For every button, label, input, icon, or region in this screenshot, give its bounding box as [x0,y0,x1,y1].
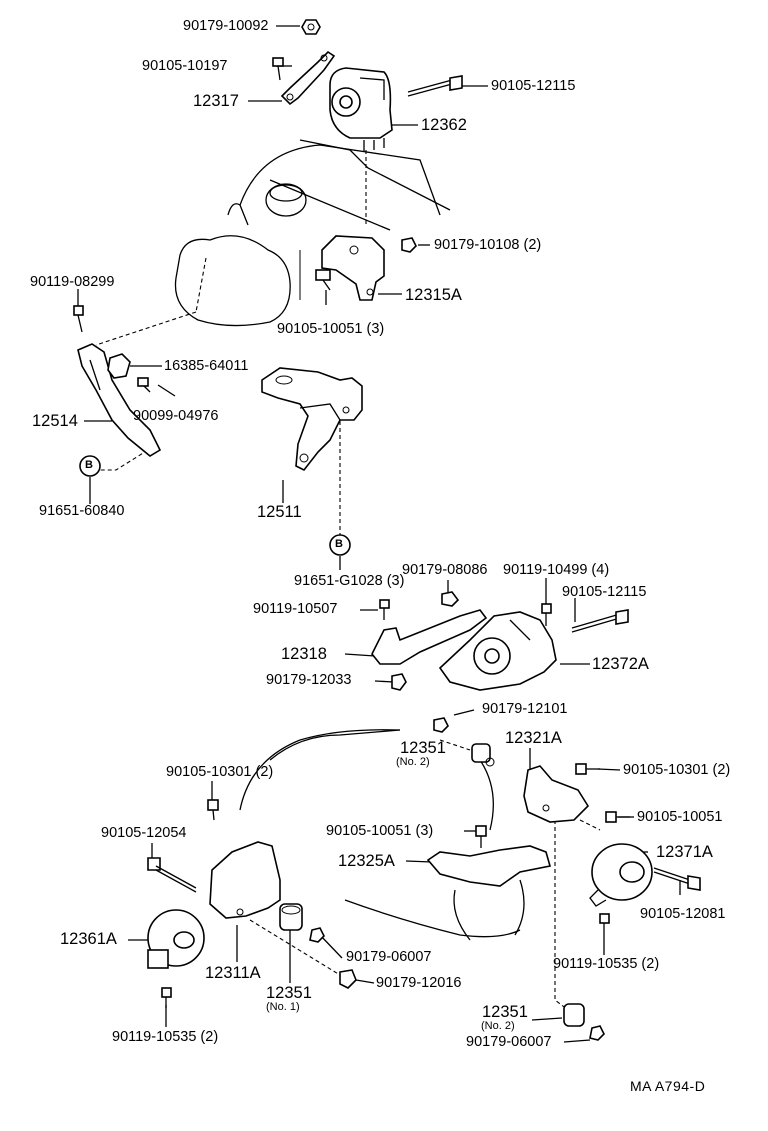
label-90179-08086: 90179-08086 [402,562,488,578]
label-12317: 12317 [193,92,239,110]
bracket-12514 [77,343,162,457]
label-90105-10051-right: 90105-10051 [637,809,723,825]
assembly-dashes [94,150,601,1011]
bolt-90105-10051 [315,269,331,291]
bolt-90119-08299 [73,305,84,333]
bracket-12321A [523,765,590,823]
bolt-90119-10535-right [599,913,610,934]
bolt-90105-10051-mid [475,825,487,848]
nut-90179-06007-bottom [589,1025,605,1041]
label-90105-10197: 90105-10197 [142,58,228,74]
nut-90179-12033 [391,673,407,691]
mount-12361A [147,909,205,969]
stopper-12351-no2-top [471,743,495,767]
label-12325A: 12325A [338,852,395,870]
bolt-90119-10535-left [161,987,172,1008]
label-90179-12033: 90179-12033 [266,672,352,688]
nut-90179-06007-mid [309,927,325,943]
bracket-12317 [280,50,336,106]
label-12514: 12514 [32,412,78,430]
nut-90179-08086 [441,591,460,607]
stopper-12351-no1 [279,903,303,931]
clamp-91651-G1028 [329,534,351,556]
diagram-code: MA A794-D [630,1078,706,1094]
bolt-90105-12115-top [407,75,463,97]
label-90119-10507: 90119-10507 [253,601,338,617]
label-90105-12081: 90105-12081 [640,906,726,922]
label-12318: 12318 [281,645,327,663]
bolt-90105-10051-right [605,811,630,823]
bolt-90105-10197 [272,57,284,81]
stopper-12351-no2-bottom [563,1003,585,1027]
label-90119-10499: 90119-10499 (4) [503,562,610,578]
label-90179-06007-mid: 90179-06007 [346,949,432,965]
bracket-12315A [321,235,385,301]
bolt-90119-10507 [379,599,390,620]
label-12372A: 12372A [592,655,649,673]
bracket-12511 [261,367,363,472]
nut-90179-12101 [433,717,449,733]
label-no2-bottom: (No. 2) [481,1020,515,1032]
label-90179-12101: 90179-12101 [482,701,568,717]
label-90119-10535-left: 90119-10535 (2) [112,1029,219,1045]
label-90119-08299: 90119-08299 [30,274,115,290]
label-no2-top: (No. 2) [396,756,430,768]
label-90105-10301-right: 90105-10301 (2) [623,762,731,778]
bolt-90105-10301-right [575,763,600,775]
label-16385-64011: 16385-64011 [164,358,249,374]
label-91651-60840: 91651-60840 [39,503,125,519]
label-90105-10051-3b: 90105-10051 (3) [326,823,434,839]
nut-90179-12016 [339,969,357,989]
bracket-12311A [209,841,281,919]
label-90119-10535-right: 90119-10535 (2) [553,956,660,972]
label-12511: 12511 [257,503,302,521]
label-90105-12115-mid: 90105-12115 [562,584,647,600]
nut-90179-10092 [301,19,321,35]
mark-b-1: B [85,459,93,471]
label-no1: (No. 1) [266,1001,300,1013]
label-90179-06007-bottom: 90179-06007 [466,1034,552,1050]
label-12351-top: 12351 [400,739,446,757]
label-12311A: 12311A [205,964,261,982]
bolt-90105-10301-left [207,799,219,821]
label-90179-10092: 90179-10092 [183,18,269,34]
label-90099-04976: 90099-04976 [133,408,219,424]
mark-b-2: B [335,538,343,550]
label-12351-no1: 12351 [266,984,312,1002]
label-12361A: 12361A [60,930,117,948]
label-12351-bottom: 12351 [482,1003,528,1021]
label-90179-12016: 90179-12016 [376,975,462,991]
label-90105-12054: 90105-12054 [101,825,187,841]
label-90105-10301-left: 90105-10301 (2) [166,764,274,780]
label-12321A: 12321A [505,729,562,747]
bracket-12318 [371,609,488,665]
label-12362: 12362 [421,116,467,134]
leader-lines [77,25,681,1043]
bolt-90099-04976 [137,377,151,393]
label-12371A: 12371A [656,843,713,861]
bolt-90119-10499 [541,603,552,626]
clip-16385-64011 [107,353,131,379]
nut-90179-10108 [401,237,417,253]
bolt-90105-12115-mid [571,609,629,633]
label-90105-10051-3: 90105-10051 (3) [277,321,385,337]
mount-12371A [589,843,653,907]
label-91651-G1028: 91651-G1028 (3) [294,573,405,589]
label-90179-10108: 90179-10108 (2) [434,237,542,253]
mount-12362 [329,67,393,152]
bolt-90105-12081 [653,867,701,891]
clamp-91651-60840 [79,455,101,477]
label-12315A: 12315A [405,286,462,304]
mount-12372A [438,611,557,691]
label-90105-12115-top: 90105-12115 [491,78,576,94]
bolt-90105-12054 [147,857,197,893]
bracket-12325A [426,845,552,887]
engine-outline [174,139,525,941]
